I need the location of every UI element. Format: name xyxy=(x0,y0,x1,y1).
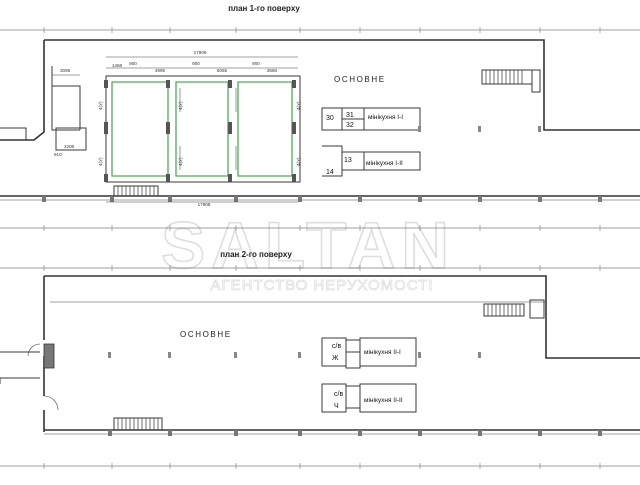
floor-1-title: план 1-го поверху xyxy=(228,4,300,13)
hall-columns xyxy=(418,126,541,132)
staircase-3 xyxy=(483,299,545,319)
watermark-brand: SALTAN xyxy=(161,208,455,282)
outer-wall-annex xyxy=(0,351,40,384)
segment-dim: 4995 xyxy=(155,68,166,73)
segment-dim: 1468 xyxy=(112,63,123,68)
column-dim: 4(У) xyxy=(296,157,301,166)
staircase-2 xyxy=(481,69,541,93)
minikitchen-label: мінікухня II-I xyxy=(364,348,401,356)
segment-dim: 3680 xyxy=(267,68,278,73)
wall-pilasters-2 xyxy=(108,430,602,436)
outer-wall xyxy=(0,40,45,141)
outer-wall-step xyxy=(0,127,27,140)
segment-dim: 900 xyxy=(192,61,200,66)
left-dim-2: 2205 xyxy=(64,144,75,149)
watermark-subtitle: АГЕНТСТВО НЕРУХОМОСТІ xyxy=(210,277,433,294)
segment-dim: 900 xyxy=(129,61,137,66)
room-number: 32 xyxy=(346,122,354,129)
left-small-room xyxy=(55,127,87,151)
left-dim-3: 910 xyxy=(54,152,62,157)
column-dim: 4(У) xyxy=(178,157,183,166)
minikitchen-label: мінікухня I-I xyxy=(368,113,403,121)
wc-gender-mark: Ч xyxy=(334,403,339,410)
outer-wall xyxy=(44,39,640,131)
left-dim-1: 3095 xyxy=(60,68,71,73)
floor-1-main-label: ОСНОВНЕ xyxy=(334,75,386,84)
staircase-1 xyxy=(113,185,159,197)
floor-2-plan: план 2-го поверху xyxy=(0,250,640,469)
column-dim: 4(У) xyxy=(98,101,103,110)
watermark: SALTAN АГЕНТСТВО НЕРУХОМОСТІ xyxy=(160,207,455,294)
glass-partition xyxy=(175,81,229,177)
door-swing xyxy=(27,343,41,357)
room-number: 14 xyxy=(326,169,334,176)
wc-gender-mark: Ж xyxy=(332,355,339,362)
door-swing xyxy=(43,395,59,411)
office-doors xyxy=(179,88,237,170)
utility-block-2 xyxy=(322,145,421,177)
axis-ticks-bottom-2 xyxy=(43,463,601,469)
floor-2-main-label: ОСНОВНЕ xyxy=(180,330,232,339)
office-posts xyxy=(104,80,296,182)
wc-block-1 xyxy=(321,337,417,369)
column-dim: 4(У) xyxy=(178,101,183,110)
bottom-dimension: 17908 xyxy=(198,202,211,207)
staircase-4 xyxy=(113,417,163,431)
axis-ticks-top xyxy=(43,27,601,33)
left-room xyxy=(51,66,81,131)
segment-dim: 900 xyxy=(252,61,260,66)
glass-partition xyxy=(111,81,169,177)
column-dim: 4(У) xyxy=(296,101,301,110)
minikitchen-label: мінікухня I-II xyxy=(366,159,403,167)
room-number: 31 xyxy=(346,112,354,119)
top-dimension: 17906 xyxy=(194,50,207,55)
glass-partition xyxy=(237,81,293,177)
floor-1-plan: план 1-го поверху xyxy=(0,4,640,231)
wc-label: с/в xyxy=(334,391,343,398)
room-number: 13 xyxy=(344,157,352,164)
wall-stub xyxy=(43,343,55,369)
segment-dim: 5055 xyxy=(217,68,228,73)
floor-2-title: план 2-го поверху xyxy=(220,250,292,259)
hall-columns-2 xyxy=(108,352,481,358)
wc-block-2 xyxy=(321,383,417,413)
outer-wall xyxy=(44,275,640,359)
wc-label: с/в xyxy=(332,343,341,350)
axis-ticks-bottom xyxy=(43,225,601,231)
minikitchen-label: мінікухня II-II xyxy=(364,396,403,404)
axis-ticks-top-2 xyxy=(43,265,601,271)
wall-pilasters xyxy=(42,196,602,202)
column-dim: 4(У) xyxy=(98,157,103,166)
office-block xyxy=(105,75,301,183)
room-number: 30 xyxy=(326,115,334,122)
utility-block-1 xyxy=(321,107,421,131)
